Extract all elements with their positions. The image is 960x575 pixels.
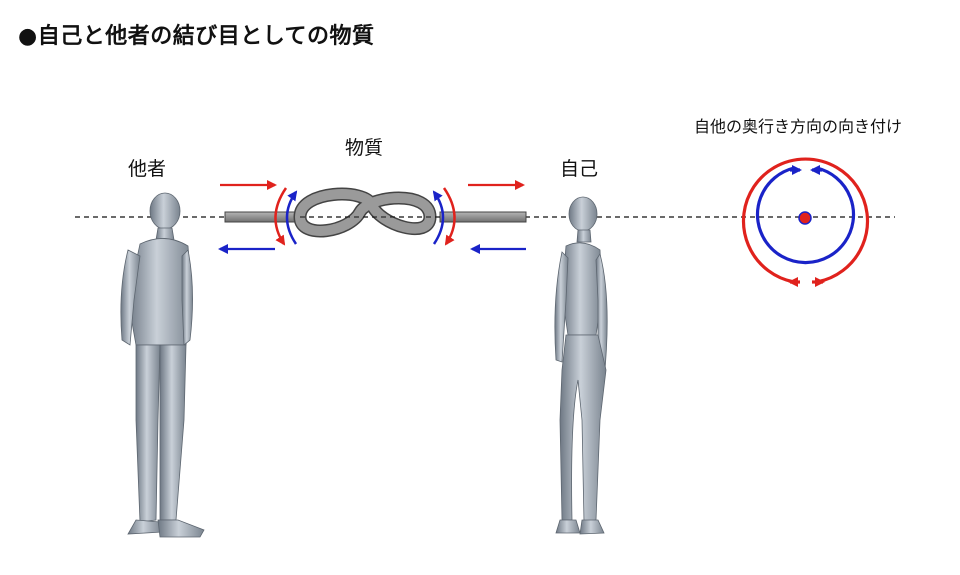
rotation-circle-icon: [741, 157, 870, 287]
label-self: 自己: [560, 158, 599, 180]
label-other: 他者: [128, 158, 167, 180]
blue-curve-arrow-left: [285, 190, 298, 245]
red-curve-arrow-right: [442, 187, 456, 246]
red-curve-arrow-left: [274, 187, 288, 246]
blue-curve-arrow-right: [432, 190, 445, 245]
knot-icon: [224, 187, 527, 238]
female-figure-icon: [554, 196, 608, 535]
label-matter: 物質: [345, 137, 384, 159]
male-figure-icon: [120, 192, 205, 538]
page-title: ●自己と他者の結び目としての物質: [18, 24, 375, 49]
label-orientation: 自他の奥行き方向の向き付け: [694, 117, 903, 136]
